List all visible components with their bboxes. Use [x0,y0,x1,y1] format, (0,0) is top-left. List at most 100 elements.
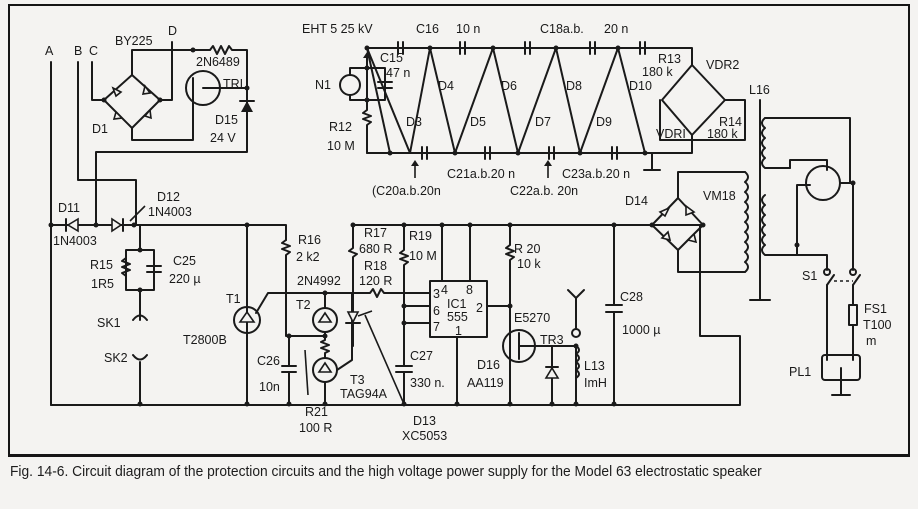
c26-label: C26 [257,354,280,368]
r18-value: 120 R [359,274,392,288]
d4-label: D4 [438,79,454,93]
fs1-value: T100 [863,318,892,332]
c15-label: C15 [380,51,403,65]
t1-type: T2800B [183,333,227,347]
d12-label: D12 [157,190,180,204]
c22-label: C22a.b. 20n [510,184,578,198]
r20-label: R 20 [514,242,540,256]
c27-label: C27 [410,349,433,363]
terminal-d-label: D [168,24,177,38]
r19-label: R19 [409,229,432,243]
vdr2-label: VDR2 [706,58,739,72]
ic1-pin1: 1 [455,324,462,338]
d13-type: XC5053 [402,429,447,443]
ic1-pin4: 4 [441,283,448,297]
by225-label: BY225 [115,34,153,48]
vdr1-label: VDRI [656,127,686,141]
c20-label: (C20a.b.20n [372,184,441,198]
d13-label: D13 [413,414,436,428]
d5-label: D5 [470,115,486,129]
d16-label: D16 [477,358,500,372]
t1-label: T1 [226,292,241,306]
figure-caption: Fig. 14-6. Circuit diagram of the protec… [10,463,762,480]
labels: A B C D BY225 D1 2N6489 TRI D15 24 V D11… [45,22,892,443]
ic1-label: IC1 [447,297,467,311]
r19-value: 10 M [409,249,437,263]
fs1-label: FS1 [864,302,887,316]
oscillator [502,222,623,405]
t2-label: T2 [296,298,311,312]
c15-value: 47 n [386,66,410,80]
d8-label: D8 [566,79,582,93]
ic1-pin7: 7 [433,320,440,334]
r16-value: 2 k2 [296,250,320,264]
c25-value: 220 µ [169,272,201,286]
r21-label: R21 [305,405,328,419]
c21-label: C21a.b.20 n [447,167,515,181]
r17-label: R17 [364,226,387,240]
r15-label: R15 [90,258,113,272]
terminal-a-label: A [45,44,54,58]
d1-label: D1 [92,122,108,136]
d12-type: 1N4003 [148,205,192,219]
ic1-pin8: 8 [466,283,473,297]
d9-label: D9 [596,115,612,129]
c16-value: 10 n [456,22,480,36]
terminal-wires [50,61,137,406]
ground-rail [50,224,741,406]
r13-value: 180 k [642,65,673,79]
n1-label: N1 [315,78,331,92]
d15-value: 24 V [210,131,236,145]
tr3-label: TR3 [540,333,564,347]
tr3-type: E5270 [514,311,550,325]
triac-t1 [233,224,331,405]
r12-label: R12 [329,120,352,134]
d11-type: 1N4003 [53,234,97,248]
sk2-label: SK2 [104,351,128,365]
c27-value: 330 n. [410,376,445,390]
s1-label: S1 [802,269,817,283]
d14-label: D14 [625,194,648,208]
l13-label: L13 [584,359,605,373]
sk1-label: SK1 [97,316,121,330]
bridge-rectifier-d14 [649,171,749,273]
terminal-b-label: B [74,44,82,58]
d11-label: D11 [58,201,80,215]
r18-label: R18 [364,259,387,273]
pl1-label: PL1 [789,365,811,379]
eht-label: EHT 5 25 kV [302,22,373,36]
voltage-multiplier [339,41,746,178]
r14-value: 180 k [707,127,738,141]
d7-label: D7 [535,115,551,129]
bridge-rectifier-d1 [101,41,194,141]
c16-label: C16 [416,22,439,36]
c18-value: 20 n [604,22,628,36]
ic1-pin2: 2 [476,301,483,315]
c28-value: 1000 µ [622,323,660,337]
d10-label: D10 [629,79,652,93]
l13-value: ImH [584,376,607,390]
terminal-c-label: C [89,44,98,58]
output-protection [121,224,162,407]
c25-label: C25 [173,254,196,268]
r14-label: R14 [719,115,742,129]
c28-label: C28 [620,290,643,304]
c18-label: C18a.b. [540,22,584,36]
main-rail [48,205,287,241]
t3-label: T3 [350,373,365,387]
l16-label: L16 [749,83,770,97]
ic1-pin3: 3 [433,287,440,301]
ic1-pin6: 6 [433,304,440,318]
ic1-555 [429,222,511,405]
r16-label: R16 [298,233,321,247]
t2-type: 2N4992 [297,274,341,288]
tr1-type-label: 2N6489 [196,55,240,69]
r12-value: 10 M [327,139,355,153]
fs1-unit: m [866,334,876,348]
t3-type: TAG94A [340,387,388,401]
diagram-frame [8,4,910,457]
r20-value: 10 k [517,257,541,271]
d16-type: AA119 [467,376,504,390]
r13-label: R13 [658,52,681,66]
